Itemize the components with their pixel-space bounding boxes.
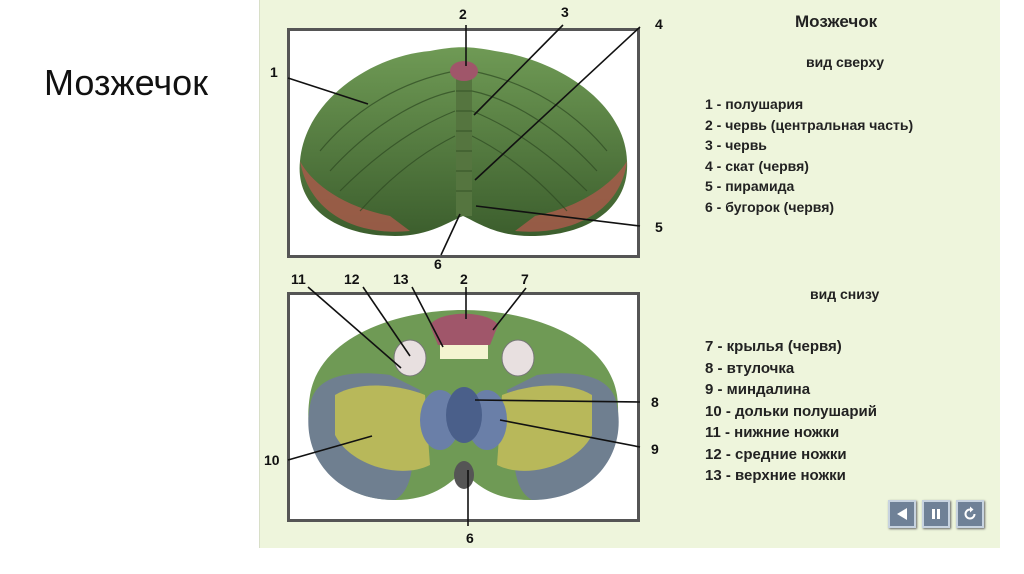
callout-number: 7 — [521, 271, 529, 287]
cerebellum-bottom-view-image — [287, 292, 640, 522]
bottom-view-label: вид снизу — [810, 286, 879, 302]
slide-footer — [0, 548, 1024, 574]
legend-item: 5 - пирамида — [705, 176, 913, 197]
legend-item: 10 - дольки полушарий — [705, 401, 877, 423]
callout-number: 6 — [434, 256, 442, 272]
replay-icon — [962, 506, 978, 522]
legend-item: 6 - бугорок (червя) — [705, 197, 913, 218]
cerebellum-bottom-illustration — [290, 295, 637, 519]
callout-number: 5 — [655, 219, 663, 235]
legend-item: 12 - средние ножки — [705, 444, 877, 466]
pause-button[interactable] — [922, 500, 950, 528]
callout-number: 8 — [651, 394, 659, 410]
callout-number: 4 — [655, 16, 663, 32]
replay-button[interactable] — [956, 500, 984, 528]
legend-item: 8 - втулочка — [705, 358, 877, 380]
callout-number: 6 — [466, 530, 474, 546]
legend-item: 1 - полушария — [705, 94, 913, 115]
legend-item: 4 - скат (червя) — [705, 156, 913, 177]
legend-bottom: 7 - крылья (червя) 8 - втулочка 9 - минд… — [705, 336, 877, 487]
legend-top: 1 - полушария 2 - червь (центральная час… — [705, 94, 913, 217]
callout-number: 13 — [393, 271, 409, 287]
callout-number: 10 — [264, 452, 280, 468]
previous-button[interactable] — [888, 500, 916, 528]
legend-item: 11 - нижние ножки — [705, 422, 877, 444]
legend-item: 2 - червь (центральная часть) — [705, 115, 913, 136]
callout-number: 3 — [561, 4, 569, 20]
slide-title: Мозжечок — [44, 62, 208, 104]
legend-item: 3 - червь — [705, 135, 913, 156]
callout-number: 1 — [270, 64, 278, 80]
legend-item: 13 - верхние ножки — [705, 465, 877, 487]
cerebellum-top-illustration — [290, 31, 637, 255]
panel-heading: Мозжечок — [795, 12, 877, 32]
callout-number: 2 — [460, 271, 468, 287]
callout-number: 9 — [651, 441, 659, 457]
cerebellum-top-view-image — [287, 28, 640, 258]
top-view-label: вид сверху — [806, 54, 884, 70]
legend-item: 9 - миндалина — [705, 379, 877, 401]
triangle-left-icon — [895, 507, 909, 521]
callout-number: 2 — [459, 6, 467, 22]
legend-item: 7 - крылья (червя) — [705, 336, 877, 358]
callout-number: 11 — [291, 271, 306, 287]
callout-number: 12 — [344, 271, 360, 287]
pause-icon — [929, 507, 943, 521]
